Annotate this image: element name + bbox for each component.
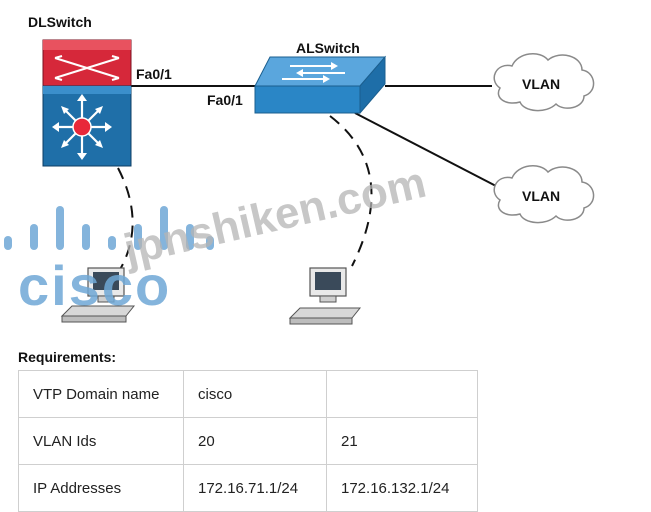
pc-icon-dl — [60, 267, 136, 323]
row-label: IP Addresses — [18, 464, 184, 512]
row-label: VTP Domain name — [18, 370, 184, 418]
row-value-1: 172.16.71.1/24 — [183, 464, 327, 512]
al-port-label: Fa0/1 — [207, 92, 243, 108]
console-link-al — [329, 115, 373, 267]
dl-port-label: Fa0/1 — [136, 66, 172, 82]
vlan-cloud-2 — [493, 165, 595, 224]
cisco-logo-bars — [4, 206, 214, 250]
dlswitch-label: DLSwitch — [28, 14, 92, 30]
row-value-1: 20 — [183, 417, 327, 465]
pc-icon-al — [288, 267, 362, 325]
row-value-2: 21 — [326, 417, 478, 465]
vlan-cloud-1-label: VLAN — [522, 76, 561, 92]
vlan-cloud-2-label: VLAN — [522, 188, 561, 204]
table-row: VLAN Ids 20 21 — [18, 417, 478, 465]
table-row: VTP Domain name cisco — [18, 370, 478, 418]
watermark-brand-text: cisco — [18, 254, 172, 317]
dlswitch-icon — [42, 39, 132, 167]
vlan-link-2 — [354, 112, 497, 187]
alswitch-label: ALSwitch — [296, 40, 360, 56]
vlan-cloud-1 — [493, 53, 595, 112]
row-value-1: cisco — [183, 370, 327, 418]
network-topology-diagram — [4, 39, 595, 325]
requirements-title: Requirements: — [18, 349, 117, 365]
row-value-2: 172.16.132.1/24 — [326, 464, 478, 512]
row-label: VLAN Ids — [18, 417, 184, 465]
table-row: IP Addresses 172.16.71.1/24 172.16.132.1… — [18, 464, 478, 512]
alswitch-icon — [254, 55, 387, 115]
row-value-2 — [326, 370, 478, 418]
requirements-table: VTP Domain name cisco VLAN Ids 20 21 IP … — [18, 370, 478, 512]
